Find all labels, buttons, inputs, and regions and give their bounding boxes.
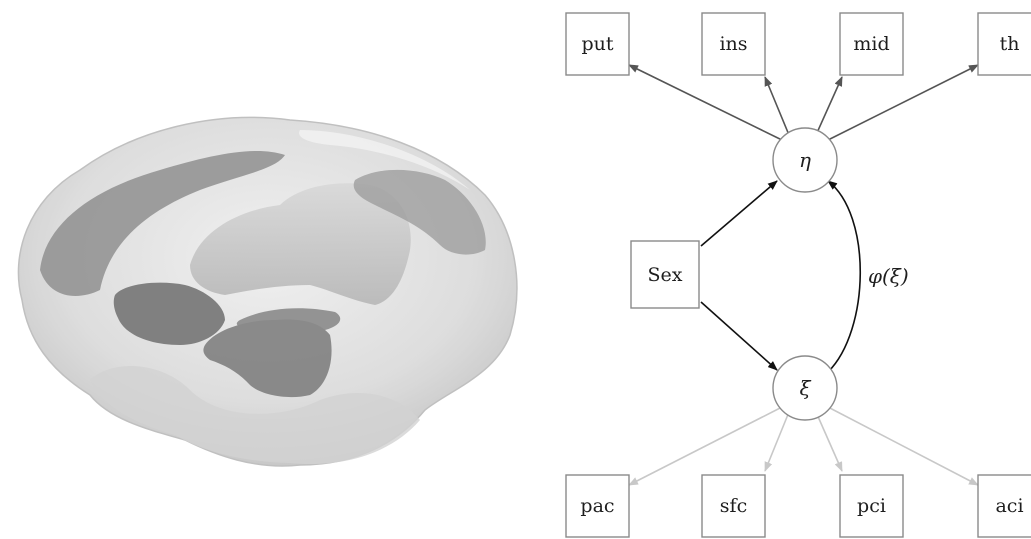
- node-ins: ins: [701, 12, 766, 76]
- edge-label-phi: φ(ξ): [868, 264, 909, 288]
- arrow-xi-pac: [628, 405, 785, 486]
- node-pci: pci: [839, 474, 904, 538]
- node-th: th: [977, 12, 1031, 76]
- brain-caudate-right: [353, 169, 486, 255]
- brain-amygdala: [236, 308, 341, 332]
- node-xi: ξ: [772, 355, 838, 421]
- brain-hippocampus: [203, 319, 332, 398]
- brain-caudate-left: [40, 150, 285, 296]
- node-sex-label: Sex: [648, 264, 683, 286]
- arrow-xi-sfc: [764, 411, 790, 472]
- node-ins-label: ins: [719, 33, 747, 55]
- brain-render: [17, 116, 518, 467]
- node-th-label: th: [1000, 33, 1020, 55]
- node-pci-label: pci: [857, 495, 886, 517]
- brain-highlight: [299, 130, 470, 190]
- arrow-xi-aci: [825, 405, 979, 486]
- brain-putamen: [113, 282, 225, 345]
- arrow-eta-mid: [815, 76, 843, 136]
- arrow-sex-eta: [700, 180, 778, 247]
- node-sfc: sfc: [701, 474, 766, 538]
- brain-thalamus: [190, 183, 411, 305]
- node-aci: aci: [977, 474, 1031, 538]
- node-sfc-label: sfc: [720, 495, 747, 517]
- arrow-xi-pci: [815, 411, 843, 472]
- node-pac: pac: [565, 474, 630, 538]
- arrow-xi-eta-curved: [827, 180, 862, 373]
- node-eta: η: [772, 127, 838, 193]
- node-eta-label: η: [799, 148, 811, 172]
- node-put: put: [565, 12, 630, 76]
- arrow-eta-put: [628, 64, 785, 142]
- node-pac-label: pac: [580, 495, 614, 517]
- node-aci-label: aci: [995, 495, 1023, 517]
- arrow-sex-xi: [700, 301, 778, 371]
- node-xi-label: ξ: [799, 376, 811, 400]
- node-mid-label: mid: [853, 33, 889, 55]
- arrow-eta-ins: [764, 76, 790, 136]
- arrow-eta-th: [825, 64, 979, 142]
- node-put-label: put: [581, 33, 613, 55]
- node-sex: Sex: [630, 240, 700, 309]
- brain-lower-lobe: [90, 366, 420, 465]
- node-mid: mid: [839, 12, 904, 76]
- path-diagram: put ins mid th η Sex φ(ξ) ξ: [565, 12, 1031, 538]
